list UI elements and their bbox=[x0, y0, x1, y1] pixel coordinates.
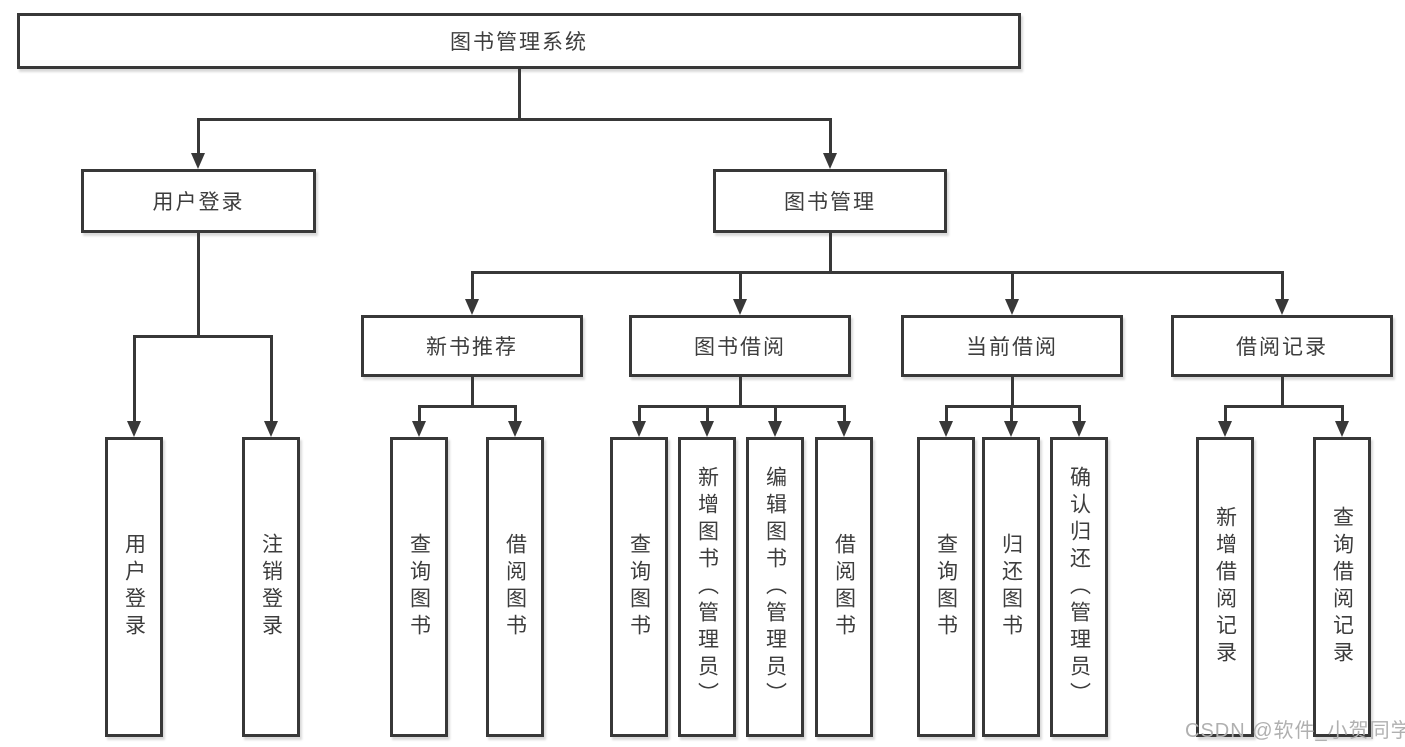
connector-user-login-trunk bbox=[196, 233, 200, 338]
leaf-return-books: 归还图书 bbox=[982, 437, 1040, 737]
leaf-query-books-current: 查询图书 bbox=[917, 437, 975, 737]
connector-current-trunk bbox=[1010, 377, 1014, 408]
leaf-add-books-admin: 新增图书（管理员） bbox=[678, 437, 736, 737]
leaf-label: 确认归还（管理员） bbox=[1067, 465, 1091, 709]
arrowhead-to-add-borrow-record bbox=[1217, 408, 1233, 437]
node-label: 借阅记录 bbox=[1236, 336, 1328, 359]
arrowhead-to-borrow-records bbox=[1274, 274, 1290, 315]
connector-root-trunk bbox=[517, 68, 521, 121]
leaf-label: 编辑图书（管理员） bbox=[763, 465, 787, 709]
arrowhead-to-return-books bbox=[1003, 408, 1019, 437]
leaf-label: 借阅图书 bbox=[832, 533, 856, 641]
connector-recommend-bar bbox=[417, 405, 517, 408]
node-new-book-recommend: 新书推荐 bbox=[361, 315, 583, 377]
arrowhead-to-borrow-books bbox=[836, 408, 852, 437]
leaf-label: 用户登录 bbox=[122, 533, 146, 641]
connector-records-bar bbox=[1223, 405, 1344, 408]
arrowhead-to-query-books-recommend bbox=[411, 408, 427, 437]
arrowhead-to-edit-books-admin bbox=[767, 408, 783, 437]
node-label: 图书管理系统 bbox=[450, 31, 588, 54]
node-borrow-records: 借阅记录 bbox=[1171, 315, 1393, 377]
leaf-edit-books-admin: 编辑图书（管理员） bbox=[746, 437, 804, 737]
node-label: 新书推荐 bbox=[426, 336, 518, 359]
leaf-confirm-return-admin: 确认归还（管理员） bbox=[1050, 437, 1108, 737]
arrowhead-to-query-books-current bbox=[938, 408, 954, 437]
leaf-label: 借阅图书 bbox=[503, 533, 527, 641]
leaf-label: 查询图书 bbox=[627, 533, 651, 641]
leaf-logout: 注销登录 bbox=[242, 437, 300, 737]
leaf-add-borrow-record: 新增借阅记录 bbox=[1196, 437, 1254, 737]
arrowhead-to-borrow-books-recommend bbox=[507, 408, 523, 437]
node-book-borrow: 图书借阅 bbox=[629, 315, 851, 377]
leaf-query-borrow-record: 查询借阅记录 bbox=[1313, 437, 1371, 737]
node-label: 当前借阅 bbox=[966, 336, 1058, 359]
arrowhead-to-leaf-user-login bbox=[126, 338, 142, 437]
leaf-label: 新增借阅记录 bbox=[1213, 506, 1237, 668]
leaf-user-login: 用户登录 bbox=[105, 437, 163, 737]
leaf-borrow-books: 借阅图书 bbox=[815, 437, 873, 737]
node-book-management: 图书管理 bbox=[713, 169, 947, 233]
connector-book-management-trunk bbox=[828, 233, 832, 274]
leaf-query-books-borrow: 查询图书 bbox=[610, 437, 668, 737]
leaf-label: 新增图书（管理员） bbox=[695, 465, 719, 709]
arrowhead-to-book-management bbox=[822, 121, 838, 169]
arrowhead-to-new-book-recommend bbox=[464, 274, 480, 315]
connector-current-bar bbox=[944, 405, 1081, 408]
connector-records-trunk bbox=[1280, 377, 1284, 408]
connector-user-login-bar bbox=[132, 335, 273, 338]
csdn-watermark: CSDN @软件_小贺同学 bbox=[1185, 720, 1405, 742]
arrowhead-to-current-borrow bbox=[1004, 274, 1020, 315]
connector-borrow-bar bbox=[637, 405, 846, 408]
node-current-borrow: 当前借阅 bbox=[901, 315, 1123, 377]
connector-borrow-trunk bbox=[738, 377, 742, 408]
arrowhead-to-add-books-admin bbox=[699, 408, 715, 437]
arrowhead-to-query-books-borrow bbox=[631, 408, 647, 437]
arrowhead-to-user-login bbox=[190, 121, 206, 169]
arrowhead-to-leaf-logout bbox=[263, 338, 279, 437]
arrowhead-to-confirm-return-admin bbox=[1071, 408, 1087, 437]
leaf-label: 查询借阅记录 bbox=[1330, 506, 1354, 668]
node-label: 用户登录 bbox=[152, 191, 245, 214]
leaf-label: 归还图书 bbox=[999, 533, 1023, 641]
node-label: 图书管理 bbox=[784, 191, 876, 214]
node-user-login: 用户登录 bbox=[81, 169, 316, 233]
leaf-label: 注销登录 bbox=[259, 533, 283, 641]
node-library-management-system: 图书管理系统 bbox=[17, 13, 1021, 69]
leaf-label: 查询图书 bbox=[407, 533, 431, 641]
leaf-borrow-books-recommend: 借阅图书 bbox=[486, 437, 544, 737]
leaf-label: 查询图书 bbox=[934, 533, 958, 641]
arrowhead-to-book-borrow bbox=[732, 274, 748, 315]
leaf-query-books-recommend: 查询图书 bbox=[390, 437, 448, 737]
connector-book-management-bar bbox=[470, 271, 1284, 274]
connector-recommend-trunk bbox=[470, 377, 474, 408]
arrowhead-to-query-borrow-record bbox=[1334, 408, 1350, 437]
connector-root-bar bbox=[196, 118, 832, 121]
node-label: 图书借阅 bbox=[694, 336, 786, 359]
